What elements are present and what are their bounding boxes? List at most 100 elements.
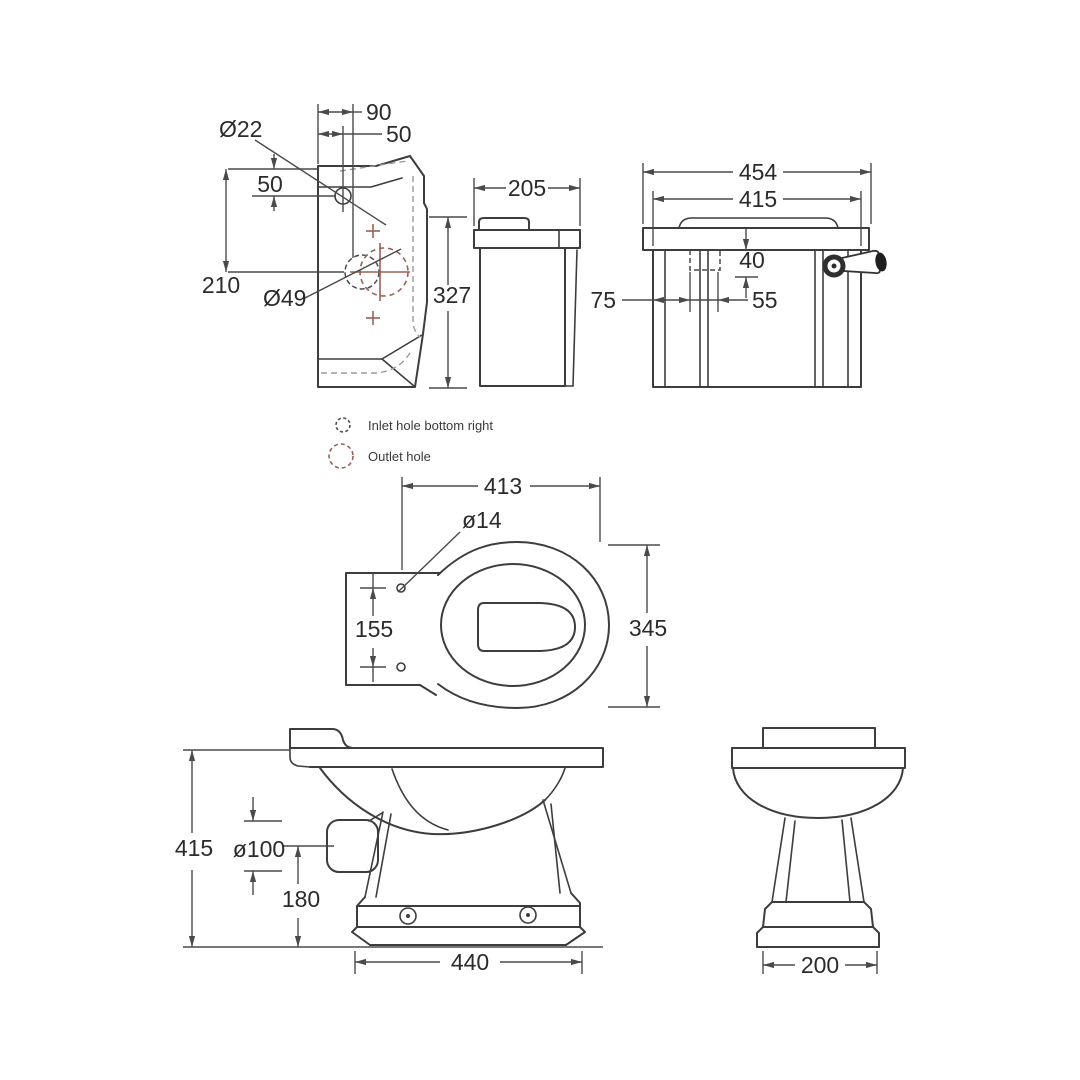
- pan-rear-bowl: [732, 767, 904, 819]
- pan-water-area: [477, 602, 576, 652]
- seat-bolt-hole-bottom: [396, 662, 406, 672]
- dim-label-155: 155: [355, 616, 393, 642]
- pedestal-plinth-side: [351, 892, 586, 946]
- pan-rear-cistern-stub: [762, 727, 876, 749]
- dim-label-40: 40: [739, 247, 765, 273]
- dim-dia100: ø100: [233, 797, 285, 895]
- cistern-lid-hidden-edge-right: [412, 176, 421, 338]
- seat-bolt-hole-top: [396, 583, 406, 593]
- cistern-side-back-edge: [572, 249, 578, 387]
- dim-345: 345: [608, 544, 667, 708]
- cistern-side-body: [479, 247, 566, 387]
- dim-label-345: 345: [629, 615, 667, 641]
- cistern-rear-lid-hump: [678, 217, 839, 229]
- dim-75-55: 75 55: [590, 272, 778, 313]
- pan-back-ledge: [289, 728, 353, 749]
- dim-327: 327: [429, 216, 471, 389]
- dim-413: 413: [401, 473, 601, 570]
- dim-label-180: 180: [282, 886, 320, 912]
- pedestal-side: [364, 799, 572, 898]
- cistern-rear-panel-lines: [664, 249, 849, 388]
- pan-rear-view: 200: [731, 727, 906, 978]
- dim-label-454: 454: [739, 159, 778, 185]
- pan-mounting-plate: [345, 572, 441, 696]
- dim-155: 155: [355, 573, 393, 682]
- dim-210: 210: [202, 169, 344, 298]
- fixing-hole-marker-top: [366, 224, 380, 238]
- cistern-rear-body: [652, 249, 862, 388]
- hidden-bracket-hole: [689, 250, 721, 271]
- bolt-hole-leader: [397, 531, 461, 593]
- pan-rear-plinth: [756, 901, 880, 948]
- pan-back-foot: [289, 747, 311, 768]
- cistern-front-view: 90 50 Ø22 50 210 Ø49 327: [202, 99, 471, 389]
- cistern-lid-knob: [478, 217, 530, 231]
- dim-label-dia100: ø100: [233, 836, 285, 862]
- fixing-hole-marker-bottom: [366, 311, 380, 325]
- dim-label-90: 90: [366, 99, 392, 125]
- dim-label-dia14: ø14: [462, 507, 502, 533]
- dim-454: 454: [642, 159, 872, 224]
- dim-205: 205: [473, 175, 581, 226]
- pan-bowl-underside: [319, 767, 546, 836]
- dim-label-200: 200: [801, 952, 839, 978]
- dim-label-327: 327: [433, 282, 471, 308]
- cistern-front-inner-top: [317, 177, 403, 188]
- dim-440: 440: [354, 949, 583, 975]
- cistern-front-outline: [317, 155, 428, 388]
- outlet-spigot: [326, 819, 379, 873]
- dim-label-50-left: 50: [257, 171, 283, 197]
- dim-label-75: 75: [590, 287, 616, 313]
- pan-rear-seat-slab: [731, 747, 906, 769]
- dim-label-415-side: 415: [175, 835, 213, 861]
- dim-415-rear: 415: [652, 186, 862, 246]
- pan-bowl-outer-rim: [437, 541, 610, 709]
- pan-top-view: ø14 413 155 345: [345, 473, 667, 709]
- flush-lever-pivot: [831, 263, 837, 269]
- dim-label-dia22: Ø22: [219, 116, 262, 142]
- hole-legend: Inlet hole bottom right Outlet hole: [328, 417, 493, 469]
- cistern-front-chamfer-upper: [381, 334, 423, 360]
- cistern-lid-hidden-edge-top: [339, 160, 408, 172]
- dim-label-dia49: Ø49: [263, 285, 306, 311]
- dim-200: 200: [762, 951, 878, 978]
- cistern-rear-lid: [642, 227, 870, 251]
- dim-label-413: 413: [484, 473, 522, 499]
- pan-bowl-underside-inner: [391, 768, 449, 831]
- outlet-hole-leader: [302, 248, 402, 300]
- outlet-crosshair: [350, 243, 410, 301]
- dim-label-210: 210: [202, 272, 240, 298]
- legend-outlet-label: Outlet hole: [368, 449, 431, 464]
- cistern-rear-view: 454 415 40 75 55: [590, 159, 887, 388]
- dim-415-side: 415: [175, 750, 213, 947]
- dim-label-205: 205: [508, 175, 546, 201]
- pan-bowl-back-curve: [544, 767, 566, 801]
- dim-50-top: 50: [318, 121, 412, 212]
- spigot-connector: [368, 812, 383, 822]
- pan-rear-pedestal: [771, 817, 865, 903]
- cistern-side-view: 205: [473, 175, 581, 387]
- plinth-bolt-left: [399, 907, 417, 925]
- flush-lever-tip: [875, 252, 887, 272]
- dim-180: 180: [282, 845, 334, 947]
- dim-50-left: 50: [228, 154, 336, 211]
- dim-40: 40: [735, 229, 765, 298]
- cistern-lid-hidden-edge-bottom: [321, 350, 412, 374]
- dim-label-55: 55: [752, 287, 778, 313]
- cistern-front-chamfer-lower: [381, 358, 415, 387]
- cistern-side-lid: [473, 229, 581, 249]
- dim-label-440: 440: [451, 949, 489, 975]
- legend-outlet-circle: [328, 443, 354, 469]
- plinth-bolt-right: [519, 906, 537, 924]
- inlet-hole-leader: [254, 139, 387, 226]
- pan-bowl-inner-rim: [440, 563, 586, 687]
- legend-inlet-circle: [335, 417, 351, 433]
- dim-label-50-top: 50: [386, 121, 412, 147]
- dim-90: 90: [317, 99, 392, 258]
- pan-seat-slab: [289, 747, 604, 768]
- flush-lever: [822, 249, 887, 278]
- dim-label-415-rear: 415: [739, 186, 777, 212]
- legend-inlet-label: Inlet hole bottom right: [368, 418, 493, 433]
